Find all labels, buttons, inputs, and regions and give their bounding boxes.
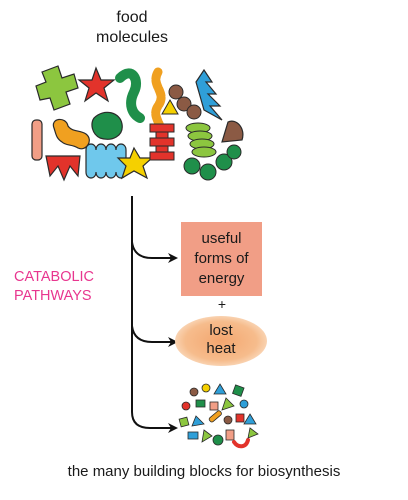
molecule-red-crown bbox=[45, 155, 81, 182]
lost-heat-label: lost heat bbox=[180, 322, 262, 358]
catabolic-pathways-label: CATABOLIC PATHWAYS bbox=[14, 268, 124, 306]
molecule-yellow-triangle bbox=[161, 98, 179, 115]
molecule-green-zigzag bbox=[35, 65, 79, 111]
catabolic-pathways-line1: CATABOLIC bbox=[14, 269, 95, 285]
useful-energy-line1: useful bbox=[201, 230, 242, 247]
molecule-blue-tree bbox=[195, 68, 223, 121]
molecule-red-star bbox=[77, 66, 116, 103]
molecule-green-leaf bbox=[91, 111, 123, 140]
food-molecules-cluster bbox=[31, 65, 244, 182]
molecule-orange-peanut bbox=[52, 118, 90, 150]
lost-heat-glow bbox=[175, 316, 267, 366]
molecule-brown-wedge bbox=[221, 120, 244, 143]
molecule-green-coil bbox=[185, 122, 217, 158]
molecule-green-beads bbox=[183, 144, 242, 181]
molecule-salmon-rod bbox=[31, 119, 43, 161]
useful-energy-label: useful forms of energy bbox=[181, 229, 262, 289]
plus-sign: + bbox=[217, 296, 227, 312]
food-molecules-line1: food bbox=[116, 9, 148, 26]
food-molecules-line2: molecules bbox=[95, 29, 169, 46]
useful-energy-box bbox=[181, 222, 262, 296]
catabolic-pathways-line2: PATHWAYS bbox=[14, 288, 92, 304]
useful-energy-line3: energy bbox=[198, 270, 245, 287]
molecule-blue-spring bbox=[85, 143, 127, 179]
building-blocks-caption: the many building blocks for biosynthesi… bbox=[67, 463, 341, 480]
molecule-yellow-star bbox=[116, 146, 154, 180]
useful-energy-line2: forms of bbox=[194, 250, 249, 267]
molecule-red-ladder bbox=[149, 123, 175, 161]
lost-heat-line2: heat bbox=[206, 340, 236, 357]
heat-arrow bbox=[131, 325, 178, 347]
energy-arrow bbox=[131, 241, 178, 263]
catabolic-trunk-line bbox=[131, 196, 178, 433]
molecule-brown-chain bbox=[168, 84, 202, 120]
lost-heat-line1: lost bbox=[209, 322, 233, 339]
building-blocks-cluster bbox=[178, 383, 259, 449]
molecule-green-worm bbox=[115, 68, 145, 123]
food-molecules-label: food molecules bbox=[82, 8, 182, 48]
